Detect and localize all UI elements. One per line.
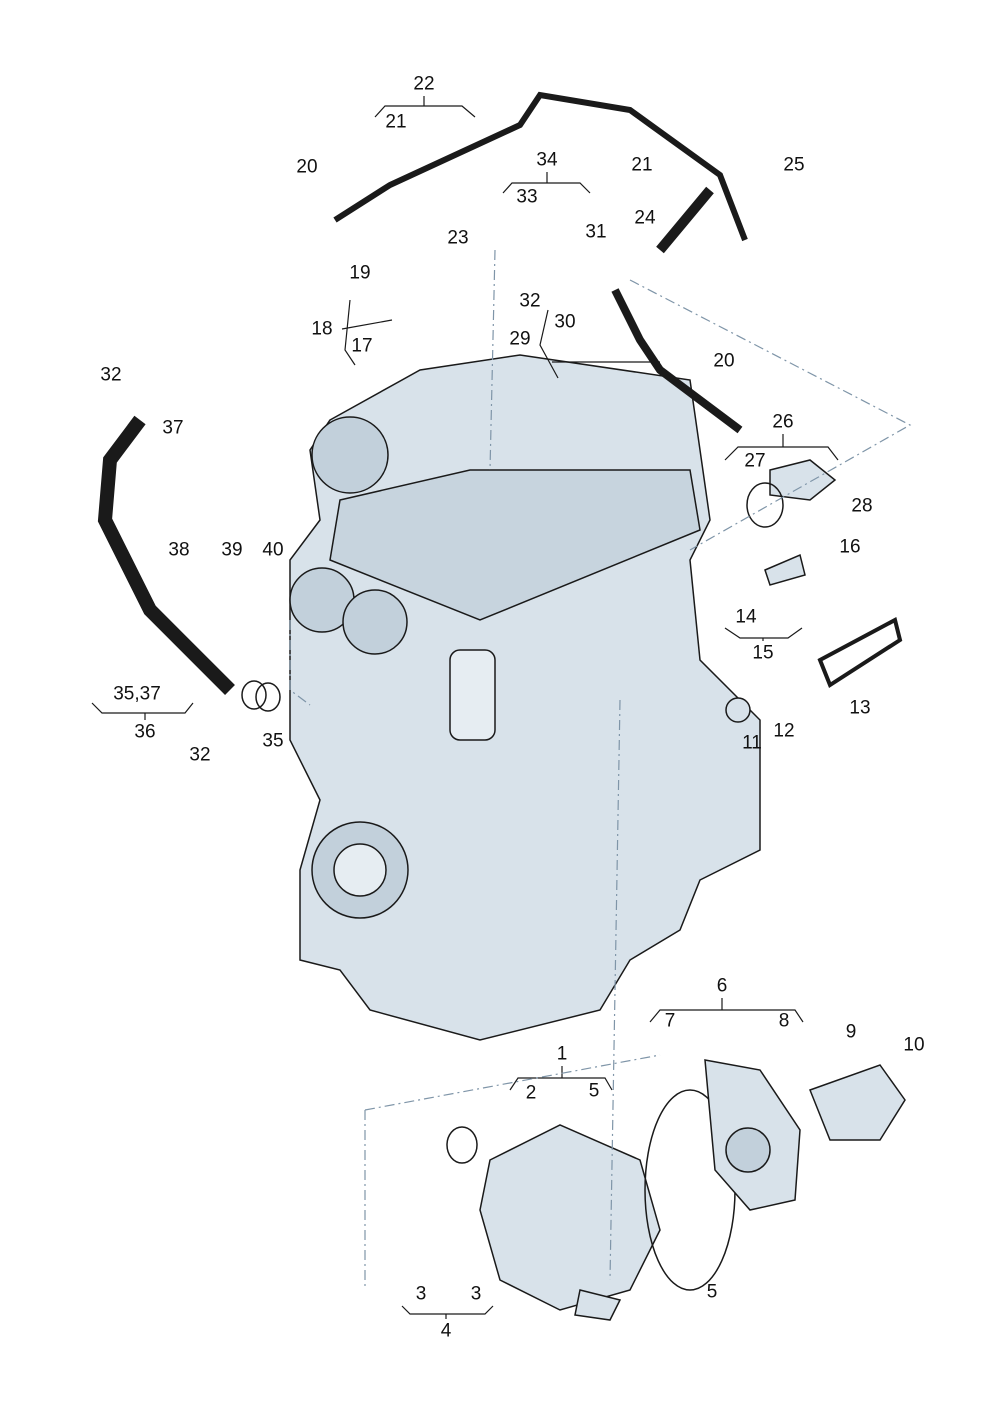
part-label: 40 bbox=[262, 539, 284, 561]
part-label: 39 bbox=[221, 539, 243, 561]
coolant-pipe bbox=[611, 288, 743, 434]
o-ring bbox=[255, 682, 281, 712]
part-label: 19 bbox=[349, 262, 371, 284]
part-label: 7 bbox=[664, 1010, 676, 1032]
part-label: 28 bbox=[851, 495, 873, 517]
part-label: 1 bbox=[556, 1043, 568, 1065]
water-pump-housing bbox=[479, 1124, 661, 1311]
part-label: 9 bbox=[845, 1021, 857, 1043]
part-label: 26 bbox=[772, 411, 794, 433]
coolant-pipe bbox=[97, 415, 235, 695]
coolant-hose bbox=[656, 186, 714, 254]
oil-filter bbox=[449, 649, 496, 741]
part-label: 13 bbox=[849, 697, 871, 719]
o-ring bbox=[446, 1126, 478, 1164]
dashed-leaders bbox=[289, 249, 912, 1290]
part-label: 4 bbox=[440, 1320, 452, 1342]
part-label: 3 bbox=[415, 1283, 427, 1305]
part-label: 35,37 bbox=[113, 683, 161, 705]
o-ring bbox=[746, 482, 784, 528]
part-label: 36 bbox=[134, 721, 156, 743]
part-label: 29 bbox=[509, 328, 531, 350]
part-label: 33 bbox=[516, 186, 538, 208]
part-label: 21 bbox=[631, 154, 653, 176]
pump-shield bbox=[809, 1064, 906, 1141]
part-label: 20 bbox=[296, 156, 318, 178]
part-label: 21 bbox=[385, 111, 407, 133]
coolant-pipe bbox=[333, 91, 748, 242]
camshaft-gear bbox=[342, 589, 408, 655]
part-label: 20 bbox=[713, 350, 735, 372]
part-label: 32 bbox=[100, 364, 122, 386]
part-label: 5 bbox=[588, 1080, 600, 1102]
part-label: 30 bbox=[554, 311, 576, 333]
o-ring bbox=[241, 680, 267, 710]
part-label: 10 bbox=[903, 1034, 925, 1056]
part-label: 32 bbox=[189, 744, 211, 766]
part-label: 2 bbox=[525, 1082, 537, 1104]
part-label: 34 bbox=[536, 149, 558, 171]
part-label: 12 bbox=[773, 720, 795, 742]
part-label: 18 bbox=[311, 318, 333, 340]
part-label: 15 bbox=[752, 642, 774, 664]
part-label: 22 bbox=[413, 73, 435, 95]
thermostat-housing bbox=[769, 459, 837, 501]
part-label: 37 bbox=[162, 417, 184, 439]
part-label: 31 bbox=[585, 221, 607, 243]
part-label: 8 bbox=[778, 1010, 790, 1032]
turbo bbox=[311, 416, 389, 494]
part-label: 23 bbox=[447, 227, 469, 249]
cylinder-head bbox=[329, 469, 701, 621]
part-label: 6 bbox=[716, 975, 728, 997]
part-label: 16 bbox=[839, 536, 861, 558]
water-pump-outlet bbox=[574, 1289, 622, 1321]
part-label: 27 bbox=[744, 450, 766, 472]
gear bbox=[725, 697, 751, 723]
part-label: 17 bbox=[351, 335, 373, 357]
drive-belt bbox=[817, 617, 903, 688]
part-label: 38 bbox=[168, 539, 190, 561]
part-label: 14 bbox=[735, 606, 757, 628]
part-label: 25 bbox=[783, 154, 805, 176]
sensor bbox=[764, 553, 806, 586]
part-label: 24 bbox=[634, 207, 656, 229]
part-label: 32 bbox=[519, 290, 541, 312]
part-label: 35 bbox=[262, 730, 284, 752]
part-label: 3 bbox=[470, 1283, 482, 1305]
part-label: 5 bbox=[706, 1281, 718, 1303]
leader-lines bbox=[91, 96, 839, 1319]
part-label: 11 bbox=[742, 732, 762, 754]
